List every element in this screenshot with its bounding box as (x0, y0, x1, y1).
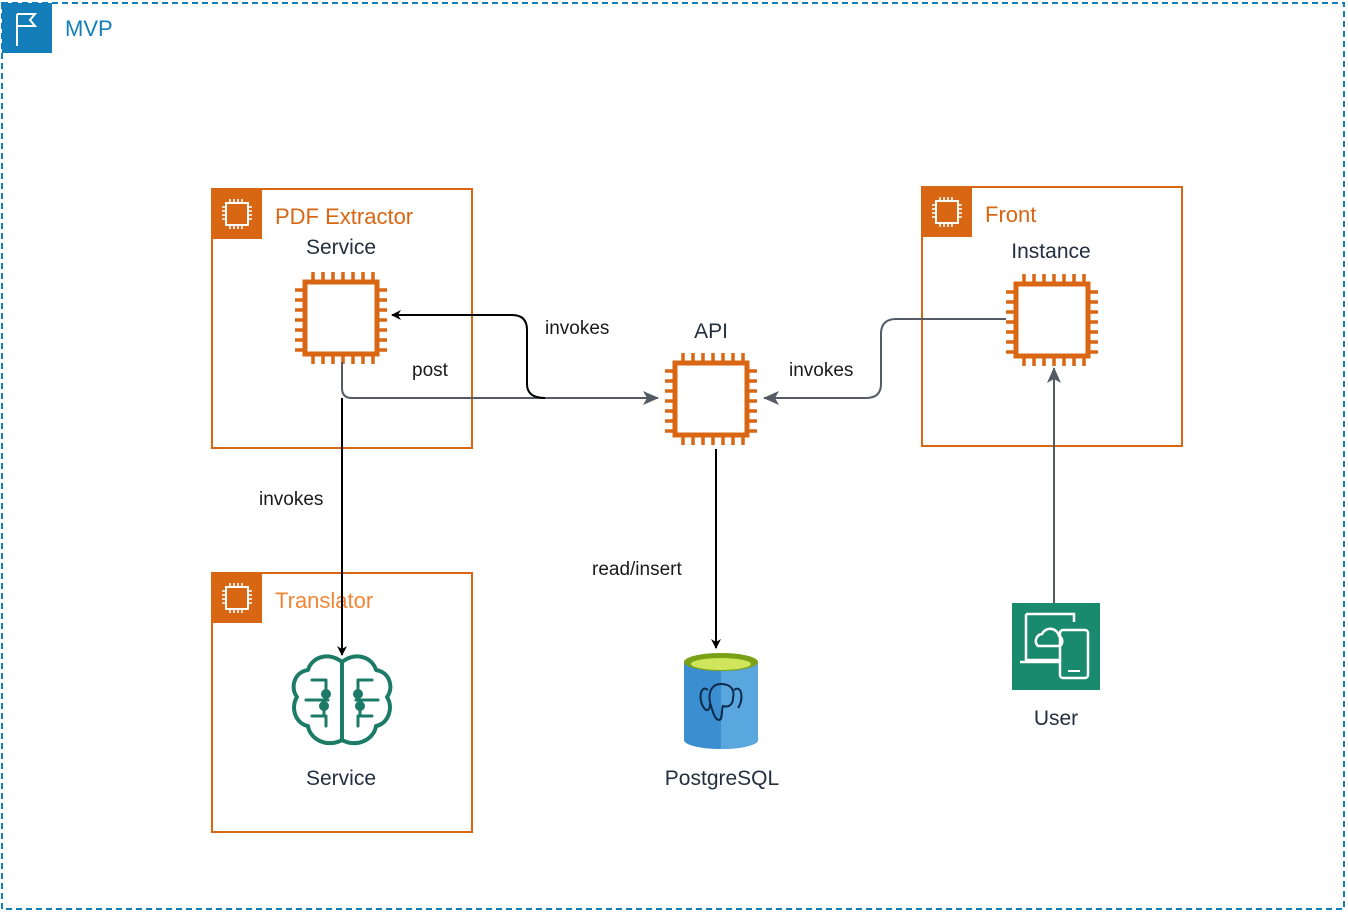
user-device-icon[interactable] (1012, 603, 1100, 690)
mvp-group-title: MVP (65, 16, 113, 41)
edge-label-front-invokes-api: invokes (789, 360, 853, 381)
api-label: API (694, 320, 728, 343)
front-instance-label: Instance (1011, 240, 1090, 263)
edge-label-pdf-invokes-translator: invokes (259, 489, 323, 510)
edge-label-read-insert: read/insert (592, 559, 682, 580)
flag-icon (2, 3, 52, 53)
ec2-group-icon (211, 572, 263, 624)
front-title: Front (985, 202, 1036, 227)
postgresql-icon[interactable] (684, 653, 758, 749)
pdf-extractor-chip-icon[interactable] (295, 272, 387, 364)
pdf-extractor-service-label: Service (306, 236, 376, 259)
front-group (921, 186, 1183, 447)
edge-pdf-to-api (341, 362, 659, 405)
ec2-group-icon (211, 188, 263, 240)
front-instance-chip-icon[interactable] (1006, 274, 1098, 366)
api-chip-icon[interactable] (665, 353, 757, 445)
user-label: User (1034, 707, 1078, 730)
pdf-extractor-title: PDF Extractor (275, 204, 413, 229)
ec2-group-icon (921, 186, 973, 238)
edge-label-post: post (412, 360, 449, 381)
postgresql-label: PostgreSQL (665, 767, 779, 790)
translator-service-label: Service (306, 767, 376, 790)
edge-front-to-api (763, 318, 1006, 405)
ml-brain-icon[interactable] (291, 654, 393, 746)
translator-title: Translator (275, 588, 373, 613)
edge-label-api-invokes-pdf: invokes (545, 318, 609, 339)
edge-api-to-pdf (391, 310, 546, 399)
